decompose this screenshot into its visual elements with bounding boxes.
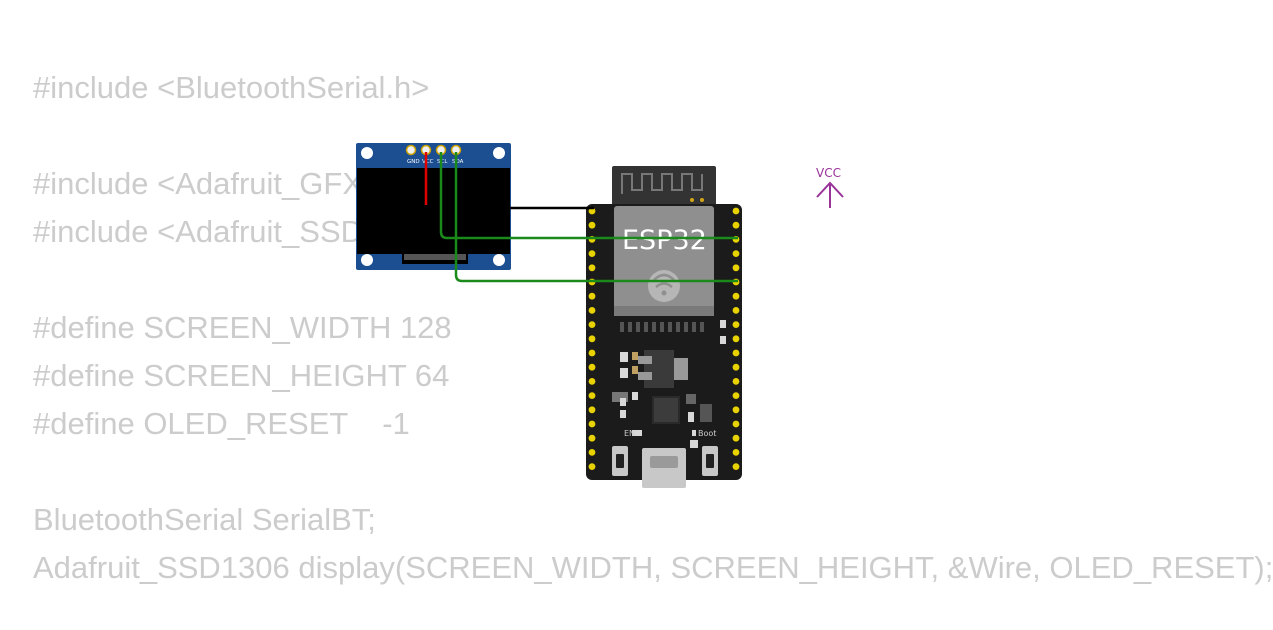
wire-scl[interactable] — [439, 152, 738, 240]
header-pin[interactable] — [732, 292, 740, 300]
oled-pin-label-sda: SDA — [452, 159, 464, 165]
esp32-pin-header-right — [732, 207, 740, 470]
code-line-1: #include <BluetoothSerial.h> — [33, 70, 430, 105]
header-pin[interactable] — [588, 321, 596, 328]
circuit-diagram: ESP32 — [356, 143, 844, 488]
header-pin[interactable] — [732, 250, 740, 257]
esp32-components — [612, 320, 726, 448]
header-pin[interactable] — [732, 335, 740, 343]
code-line-6: #define SCREEN_WIDTH 128 — [33, 310, 452, 345]
header-pin[interactable] — [588, 307, 596, 314]
header-pin[interactable] — [732, 463, 740, 470]
code-line-8: #define OLED_RESET -1 — [33, 406, 410, 441]
header-pin[interactable] — [588, 221, 596, 229]
header-pin[interactable] — [588, 449, 596, 456]
header-pin[interactable] — [732, 434, 740, 442]
antenna-trace — [621, 173, 703, 194]
en-button-label: EN — [624, 429, 635, 438]
oled-pin-label-vcc: VCC — [422, 159, 434, 165]
header-pin[interactable] — [732, 349, 740, 357]
header-pin[interactable] — [588, 378, 596, 385]
header-pin[interactable] — [588, 335, 596, 343]
header-pin[interactable] — [732, 449, 740, 456]
vcc-label: VCC — [816, 166, 841, 180]
header-pin[interactable] — [588, 250, 596, 257]
wire-sda[interactable] — [454, 152, 738, 283]
oled-ssd1306-module[interactable]: GND VCC SCL SDA — [356, 143, 511, 270]
header-pin[interactable] — [732, 307, 740, 314]
header-pin[interactable] — [588, 363, 596, 371]
mount-hole — [361, 254, 373, 266]
esp32-board[interactable]: ESP32 — [586, 166, 742, 488]
header-pin[interactable] — [732, 378, 740, 385]
header-pin[interactable] — [588, 406, 596, 414]
esp32-pin-header-left — [588, 207, 596, 470]
header-pin[interactable] — [732, 406, 740, 414]
oled-screen — [357, 168, 510, 254]
esp32-module-shield — [614, 206, 714, 314]
boot-button-label: Boot — [698, 429, 716, 438]
header-pin[interactable] — [732, 221, 740, 229]
header-pin[interactable] — [588, 420, 596, 428]
mount-hole — [361, 147, 373, 159]
header-pin[interactable] — [588, 434, 596, 442]
espressif-logo-icon — [648, 270, 680, 302]
header-pin[interactable] — [732, 420, 740, 428]
header-pin[interactable] — [732, 363, 740, 371]
header-pin[interactable] — [588, 392, 596, 399]
header-pin[interactable] — [588, 207, 596, 215]
vcc-power-symbol[interactable]: VCC — [816, 166, 844, 208]
module-pads — [620, 322, 704, 332]
header-pin[interactable] — [588, 349, 596, 357]
header-pin[interactable] — [588, 292, 596, 300]
header-pin[interactable] — [732, 392, 740, 399]
header-pin[interactable] — [732, 321, 740, 328]
header-pin[interactable] — [588, 463, 596, 470]
oled-pin-label-scl: SCL — [437, 159, 448, 165]
code-line-7: #define SCREEN_HEIGHT 64 — [33, 358, 450, 393]
header-pin[interactable] — [732, 264, 740, 272]
code-line-11: Adafruit_SSD1306 display(SCREEN_WIDTH, S… — [33, 550, 1273, 585]
esp32-antenna-area — [612, 166, 716, 210]
code-line-10: BluetoothSerial SerialBT; — [33, 502, 376, 537]
header-pin[interactable] — [732, 207, 740, 215]
mount-hole — [493, 254, 505, 266]
oled-pin-label-gnd: GND — [407, 159, 420, 165]
mount-hole — [493, 147, 505, 159]
esp32-chip-label: ESP32 — [622, 225, 707, 256]
header-pin[interactable] — [588, 264, 596, 272]
vcc-arrow-icon — [816, 181, 844, 208]
